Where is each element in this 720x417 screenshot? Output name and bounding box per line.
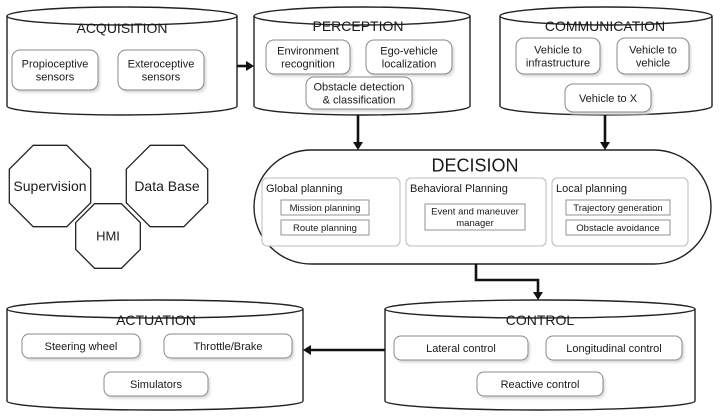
decision-group-title: Local planning: [556, 183, 627, 195]
arrow-perception-to-decision: [353, 115, 363, 150]
arrow-acquisition-to-perception: [237, 61, 254, 71]
control-title: CONTROL: [506, 312, 575, 328]
actuation-title: ACTUATION: [116, 312, 196, 328]
communication-item-vehicle-to-x: Vehicle to X: [579, 93, 638, 105]
arrow-decision-to-control: [474, 264, 543, 300]
control-item-longitudinal-control: Longitudinal control: [566, 343, 661, 355]
data-base-octagon-label: Data Base: [134, 178, 200, 194]
arrow-control-to-actuation: [303, 345, 385, 355]
actuation-module: ACTUATION Steering wheel Throttle/BrakeSim…: [6, 299, 304, 411]
actuation-item-throttle-brake: Throttle/Brake: [193, 341, 262, 353]
decision-item-route-planning: Route planning: [293, 223, 357, 234]
perception-title: PERCEPTION: [312, 18, 403, 34]
hmi-octagon: HMI: [75, 203, 141, 269]
arrow-communication-to-decision: [600, 115, 610, 150]
decision-group-title: Global planning: [266, 183, 342, 195]
decision-title: DECISION: [431, 155, 518, 175]
hmi-octagon-label: HMI: [96, 229, 120, 244]
decision-group-title: Behavioral Planning: [410, 183, 508, 195]
control-item-reactive-control: Reactive control: [501, 379, 580, 391]
decision-item-obstacle-avoidance: Obstacle avoidance: [576, 223, 659, 234]
decision-item-trajectory-generation: Trajectory generation: [573, 203, 662, 214]
acquisition-title: ACQUISITION: [76, 20, 167, 36]
supervision-octagon: Supervision: [8, 144, 92, 228]
communication-title: COMMUNICATION: [545, 18, 665, 34]
supervision-octagon-label: Supervision: [13, 178, 86, 194]
perception-item-obstacle-detection: Obstacle detection& classification: [313, 81, 404, 106]
actuation-item-steering-wheel: Steering wheel: [45, 341, 118, 353]
data-base-octagon: Data Base: [125, 144, 209, 228]
control-item-lateral-control: Lateral control: [426, 343, 496, 355]
decision-item-mission-planning: Mission planning: [290, 203, 361, 214]
actuation-item-simulators: Simulators: [130, 379, 182, 391]
control-module: CONTROL Lateral control Longitudinal contr…: [384, 299, 696, 411]
